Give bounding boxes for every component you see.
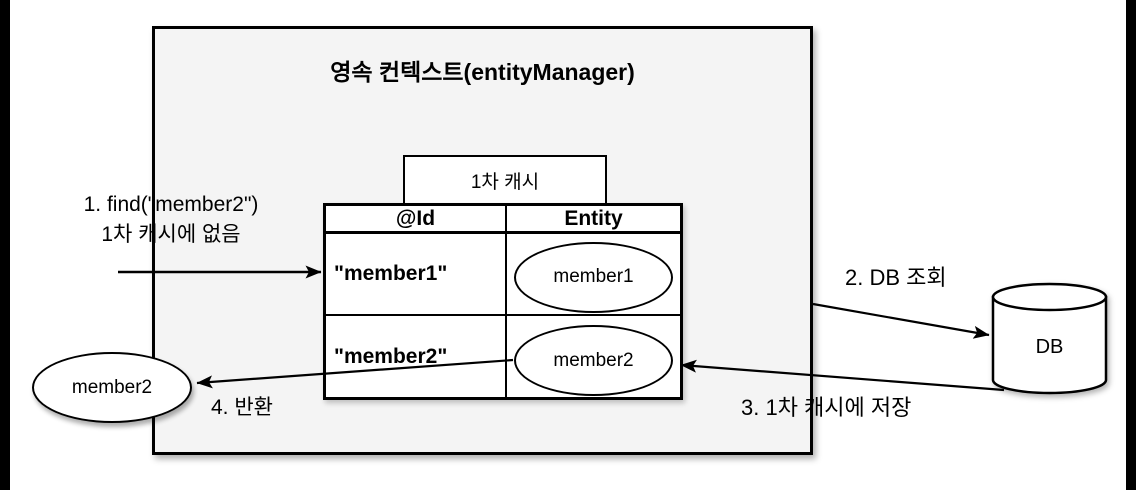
step1-find-line1: 1. find("member2") (83, 193, 259, 216)
step4-return-label: 4. 반환 (211, 396, 273, 419)
step1-find-line2: 1차 캐시에 없음 (101, 223, 241, 246)
cache-table-row-member1: "member1" member1 (326, 234, 680, 316)
step3-store-cache-label: 3. 1차 캐시에 저장 (741, 395, 912, 420)
first-level-cache-tab: 1차 캐시 (403, 155, 607, 203)
cache-table-header-id: @Id (326, 206, 507, 231)
right-edge-bar (1126, 0, 1136, 490)
entity-ellipse-member1-label: member1 (553, 266, 634, 287)
cache-table-row-member2: "member2" member2 (326, 316, 680, 397)
step1-find-label: 1. find("member2") 1차 캐시에 없음 (40, 190, 302, 250)
entity-ellipse-member1: member1 (514, 241, 673, 313)
entity-ellipse-member2-label: member2 (553, 349, 634, 371)
cache-table-header-row: @Id Entity (326, 206, 680, 234)
left-edge-bar (0, 0, 10, 490)
db-cylinder-top (991, 282, 1108, 312)
step2-db-query-label: 2. DB 조회 (845, 265, 947, 290)
arrow-2-db-query (812, 302, 990, 339)
entity-ellipse-member2: member2 (514, 325, 673, 396)
cache-table-header-entity: Entity (564, 206, 623, 230)
persistence-context-title: 영속 컨텍스트(entityManager) (330, 59, 635, 85)
first-level-cache-table: @Id Entity "member1" member1 "member2" m… (323, 203, 683, 400)
result-entity-ellipse: member2 (32, 352, 192, 423)
db-label: DB (1035, 336, 1064, 358)
first-level-cache-tab-label: 1차 캐시 (470, 171, 540, 193)
row-member2-id: "member2" (326, 316, 507, 397)
row-member1-id: "member1" (326, 234, 507, 314)
result-entity-label: member2 (71, 376, 153, 398)
